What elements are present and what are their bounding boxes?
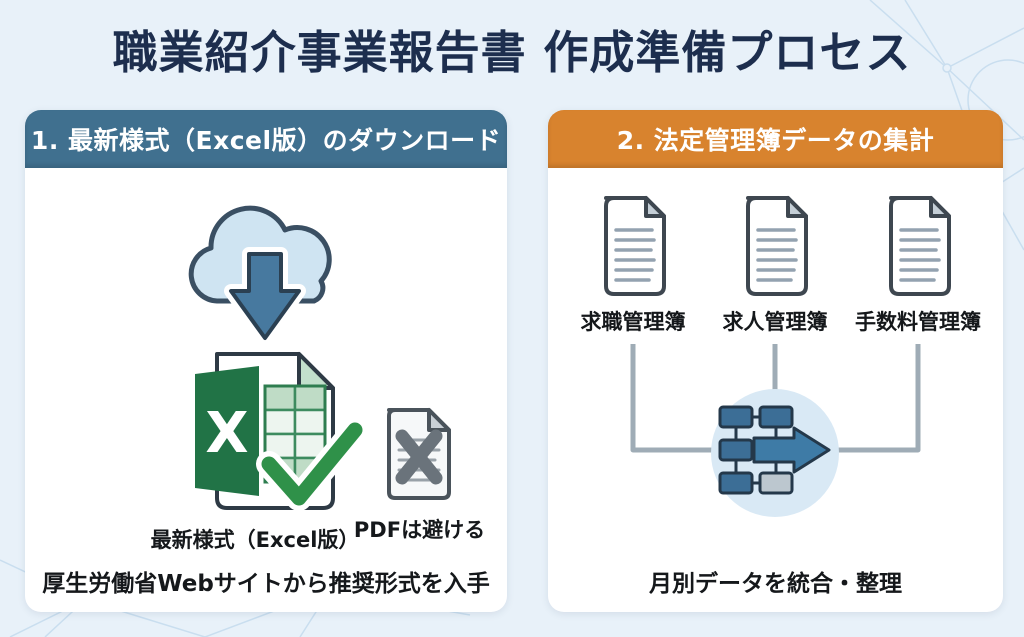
ledger-joboffer: 求人管理簿 xyxy=(704,194,846,336)
step1-footer: 厚生労働省Webサイトから推奨形式を入手 xyxy=(42,571,490,597)
ledger-jobseeker: 求職管理簿 xyxy=(562,194,704,336)
merge-process-icon xyxy=(630,344,921,517)
step2-footer: 月別データを統合・整理 xyxy=(649,571,902,597)
step1-header: 1. 最新様式（Excel版）のダウンロード xyxy=(25,110,507,168)
pdf-caption: PDFは避ける xyxy=(353,518,486,542)
ledger-label: 求人管理簿 xyxy=(722,310,828,334)
cloud-download-icon xyxy=(188,205,332,343)
ledger-fees: 手数料管理簿 xyxy=(847,194,989,336)
document-icon xyxy=(746,196,808,296)
pdf-rejected-icon xyxy=(387,408,451,500)
step1-card: 1. 最新様式（Excel版）のダウンロード X xyxy=(25,110,507,612)
excel-file-check-icon: X xyxy=(195,352,368,511)
step2-body: 求職管理簿 求人管理簿 xyxy=(548,168,1003,612)
step2-card: 2. 法定管理簿データの集計 xyxy=(548,110,1003,612)
step1-body: X 最新様式（Excel版） PDFは避ける 厚生労働省Webサイトから推奨形式… xyxy=(25,168,507,612)
step2-header: 2. 法定管理簿データの集計 xyxy=(548,110,1003,168)
page-title: 職業紹介事業報告書 作成準備プロセス xyxy=(112,26,912,79)
svg-text:X: X xyxy=(205,401,248,466)
excel-caption: 最新様式（Excel版） xyxy=(150,528,360,552)
document-icon xyxy=(889,196,951,296)
document-icon xyxy=(604,196,666,296)
ledger-label: 手数料管理簿 xyxy=(855,310,981,334)
ledger-label: 求職管理簿 xyxy=(580,310,686,334)
